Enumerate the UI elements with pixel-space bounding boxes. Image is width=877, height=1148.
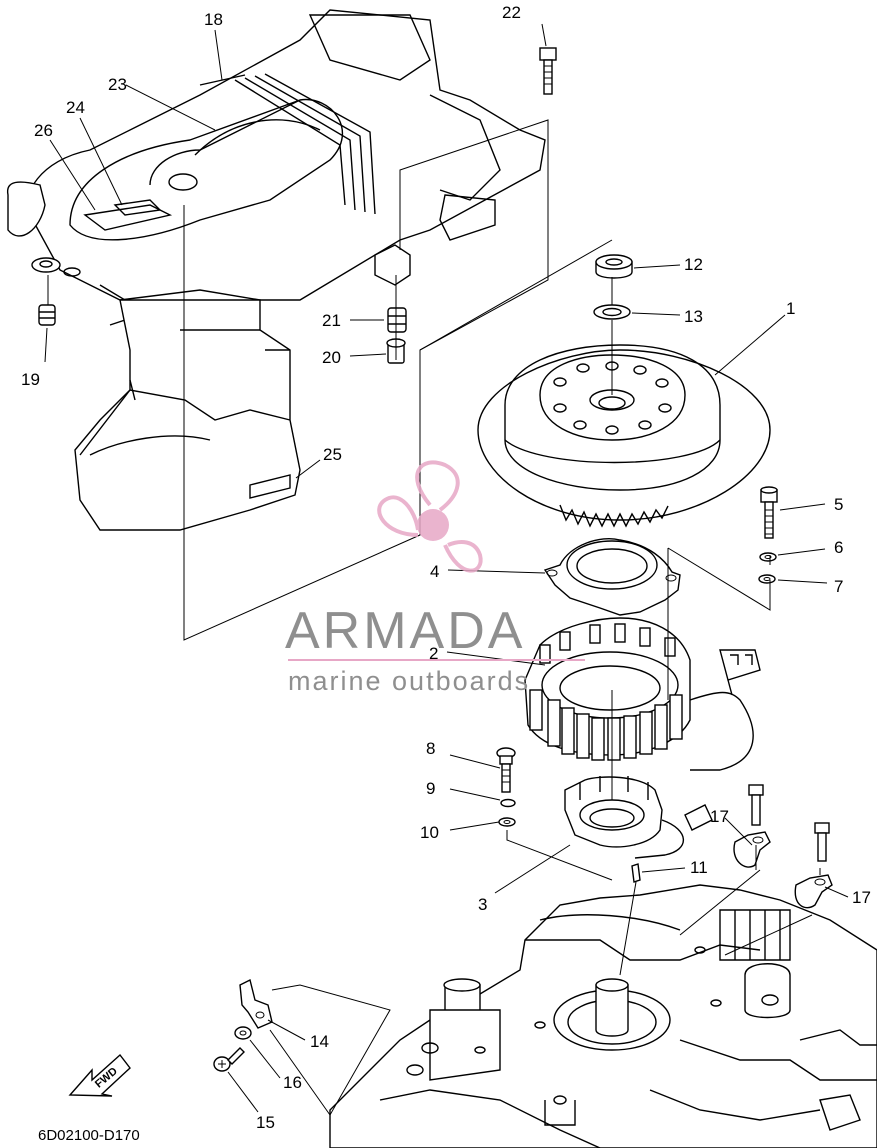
clamp-17b-drawing xyxy=(794,822,833,909)
watermark: ARMADA marine outboards xyxy=(285,460,585,696)
callout-3: 3 xyxy=(478,895,487,914)
callout-19: 19 xyxy=(21,370,40,389)
callout-25: 25 xyxy=(323,445,342,464)
flywheel-cover-drawing xyxy=(6,9,546,531)
watermark-title: ARMADA xyxy=(285,602,525,660)
watermark-subtitle: marine outboards xyxy=(288,666,530,696)
fwd-arrow-icon: FWD xyxy=(68,1053,131,1097)
callout-12: 12 xyxy=(684,255,703,274)
propeller-logo-icon xyxy=(377,460,483,573)
callout-18: 18 xyxy=(204,10,223,29)
screw-8-drawing xyxy=(496,747,516,793)
callout-24: 24 xyxy=(66,98,85,117)
callout-1: 1 xyxy=(786,299,795,318)
nut-12-drawing xyxy=(595,254,633,279)
powerhead-block-drawing xyxy=(329,884,877,1148)
lockwasher-9-drawing xyxy=(500,798,516,808)
assembly-lines xyxy=(47,119,821,1116)
lockwasher-6-drawing xyxy=(759,552,777,562)
washer-16-drawing xyxy=(234,1026,252,1040)
key-11-drawing xyxy=(631,863,641,883)
stator-holder-drawing xyxy=(543,538,681,616)
bolt-22-drawing xyxy=(539,47,557,95)
washer-7-drawing xyxy=(758,574,776,584)
callout-8: 8 xyxy=(426,739,435,758)
callout-26: 26 xyxy=(34,121,53,140)
stator-coil-drawing xyxy=(524,617,761,771)
callout-22: 22 xyxy=(502,3,521,22)
screw-15-drawing xyxy=(213,1047,245,1072)
clamp-17a-drawing xyxy=(733,784,771,868)
callout-17b: 17 xyxy=(852,888,871,907)
callout-4: 4 xyxy=(430,562,439,581)
callout-10: 10 xyxy=(420,823,439,842)
callout-13: 13 xyxy=(684,307,703,326)
washer-10-drawing xyxy=(498,817,516,827)
leader-lines xyxy=(44,23,849,1113)
grommet-21-drawing xyxy=(387,307,407,333)
callout-17a: 17 xyxy=(710,807,729,826)
callout-5: 5 xyxy=(834,495,843,514)
callout-23: 23 xyxy=(108,75,127,94)
callout-21: 21 xyxy=(322,311,341,330)
drawing-code: 6D02100-D170 xyxy=(38,1127,140,1144)
bracket-14-drawing xyxy=(239,978,273,1029)
callout-2: 2 xyxy=(429,644,438,663)
washer-13-drawing xyxy=(593,304,631,320)
callout-9: 9 xyxy=(426,779,435,798)
pulser-coil-drawing xyxy=(564,776,713,859)
flywheel-rotor-drawing xyxy=(477,344,771,528)
grommet-19-drawing xyxy=(38,304,56,326)
callout-20: 20 xyxy=(322,348,341,367)
bolt-5-drawing xyxy=(760,486,778,539)
callout-6: 6 xyxy=(834,538,843,557)
callout-11: 11 xyxy=(690,858,708,877)
callout-7: 7 xyxy=(834,577,843,596)
callout-14: 14 xyxy=(310,1032,329,1051)
callout-16: 16 xyxy=(283,1073,302,1092)
callout-15: 15 xyxy=(256,1113,275,1132)
callout-labels: 1 2 3 4 5 6 7 8 9 10 11 12 13 14 15 16 1… xyxy=(21,3,871,1132)
